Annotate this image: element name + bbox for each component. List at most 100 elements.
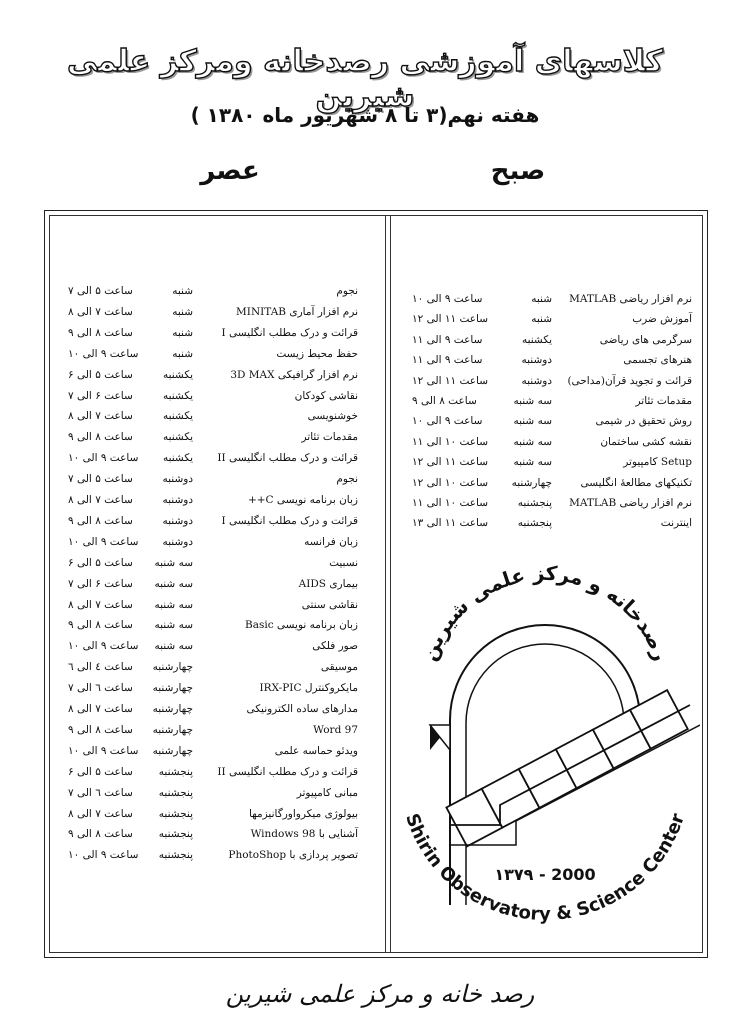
schedule-day: دوشنبه: [162, 514, 193, 527]
schedule-course: نقشه کشی ساختمان: [600, 435, 692, 448]
schedule-day: یکشنبه: [162, 368, 193, 381]
schedule-time: ساعت ٦ الی ٧: [68, 786, 133, 799]
schedule-course: خوشنویسی: [307, 410, 358, 423]
schedule-course: صور فلکی: [312, 640, 358, 653]
schedule-course: اینترنت: [660, 517, 692, 530]
schedule-day: سه شنبه: [154, 556, 193, 569]
schedule-day: چهارشنبه: [152, 682, 193, 695]
schedule-day: سه شنبه: [513, 456, 552, 469]
schedule-day: پنجشنبه: [158, 765, 193, 778]
schedule-course: سرگرمی های ریاضی: [599, 333, 692, 346]
schedule-course: تصویر پردازی با PhotoShop: [228, 849, 358, 862]
schedule-course: مقدمات تئاتر: [635, 395, 693, 407]
schedule-day: سه شنبه: [154, 640, 193, 653]
schedule-time: ساعت ۸ الی ۹: [68, 828, 133, 841]
schedule-course: ویدئو حماسه علمی: [274, 744, 358, 757]
schedule-day: دوشنبه: [162, 494, 193, 506]
schedule-time: ساعت ۸ الی ۹: [68, 514, 133, 527]
schedule-day: شنبه: [172, 347, 193, 360]
schedule-time: ساعت ۹ الی ۱۰: [412, 293, 483, 305]
schedule-row: نرم افزار گرافیکی 3D MAX یکشنبه ساعت ۵ الی…: [68, 366, 358, 384]
schedule-time: ساعت ۸ الی ۹: [68, 431, 133, 444]
schedule-course: Setup کامپیوتر: [623, 456, 692, 469]
schedule-course: نرم افزار ریاضی MATLAB: [569, 293, 692, 305]
schedule-course: مقدمات تئاتر: [301, 431, 359, 444]
schedule-time: ساعت ۷ الی ۸: [68, 598, 133, 611]
schedule-day: پنجشنبه: [517, 517, 552, 530]
schedule-time: ساعت ۸ الی ۹: [68, 326, 133, 339]
schedule-time: ساعت ۹ الی ۱۰: [412, 415, 483, 428]
schedule-time: ساعت ۹ الی ۱۰: [68, 452, 139, 465]
observatory-logo: رصدخانه و مرکز علمی شیرین Shirin Observa…: [401, 561, 700, 925]
schedule-course: حفظ محیط زیست: [276, 347, 358, 360]
schedule-row: Setup کامپیوتر سه شنبه ساعت ۱۱ الی ۱۲: [402, 453, 692, 471]
schedule-time: ساعت ۷ الی ۸: [68, 305, 133, 318]
schedule-frame: [44, 210, 708, 958]
morning-heading: صبح: [490, 156, 546, 186]
schedule-time: ساعت ٧ الی ٨: [68, 703, 133, 715]
schedule-day: شنبه: [172, 285, 193, 297]
schedule-day: چهارشنبه: [152, 744, 193, 757]
schedule-time: ساعت ۶ الی ۷: [68, 389, 133, 402]
schedule-time: ساعت ۹ الی ۱۱: [412, 333, 483, 346]
schedule-day: سه شنبه: [513, 415, 552, 428]
schedule-course: نرم افزار ریاضی MATLAB: [569, 497, 692, 509]
schedule-course: زبان برنامه نویسی Basic: [244, 619, 358, 632]
schedule-day: یکشنبه: [521, 333, 552, 346]
schedule-day: سه شنبه: [513, 395, 552, 407]
schedule-course: نجوم: [336, 285, 358, 297]
schedule-course: نرم افزار گرافیکی 3D MAX: [230, 368, 358, 381]
schedule-time: ساعت ۱۱ الی ۱۲: [412, 456, 489, 469]
page-title: کلاسهای آموزشی رصدخانه ومرکز علمی شیرین: [66, 43, 663, 114]
schedule-course: موسیقی: [320, 661, 358, 674]
schedule-row: صور فلکی سه شنبه ساعت ۹ الی ۱۰: [68, 637, 358, 655]
schedule-time: ساعت ۹ الی ۱۰: [68, 640, 139, 653]
schedule-time: ساعت ۹ الی ۱۰: [68, 849, 139, 862]
schedule-time: ساعت ۵ الی ۶: [68, 368, 133, 381]
afternoon-heading: عصر: [200, 156, 260, 186]
schedule-day: چهارشنبه: [152, 723, 193, 736]
schedule-time: ساعت ۵ الی ۶: [68, 765, 133, 778]
schedule-day: شنبه: [531, 293, 552, 305]
schedule-day: چهارشنبه: [511, 476, 552, 489]
footer-signature: رصد خانه و مرکز علمی شیرین: [225, 980, 535, 1008]
schedule-day: یکشنبه: [162, 389, 193, 402]
schedule-time: ساعت ۸ الی ۹: [68, 723, 133, 736]
schedule-day: چهارشنبه: [152, 661, 193, 674]
schedule-time: ساعت ۱۱ الی ۱۲: [412, 374, 489, 387]
schedule-day: دوشنبه: [521, 374, 552, 387]
schedule-course: روش تحقیق در شیمی: [595, 415, 692, 428]
schedule-day: یکشنبه: [162, 410, 193, 423]
schedule-course: قرائت و تجوید قرآن(مداحی): [567, 374, 692, 387]
schedule-day: پنجشنبه: [158, 786, 193, 799]
schedule-day: چهارشنبه: [152, 703, 193, 715]
schedule-course: نسبیت: [329, 556, 358, 569]
schedule-row: سرگرمی های ریاضی یکشنبه ساعت ۹ الی ۱۱: [402, 331, 692, 349]
schedule-row: نرم افزار ریاضی MATLAB شنبه ساعت ۹ الی ۱۰: [402, 290, 692, 308]
schedule-time: ساعت ۸ الی ۹: [68, 619, 133, 632]
schedule-course: نقاشی سنتی: [301, 598, 358, 611]
logo-persian-text: رصدخانه و مرکز علمی شیرین: [417, 561, 674, 664]
schedule-time: ساعت ۸ الی ۹: [412, 395, 477, 407]
schedule-course: مایکروکنترل IRX-PIC: [259, 682, 358, 695]
